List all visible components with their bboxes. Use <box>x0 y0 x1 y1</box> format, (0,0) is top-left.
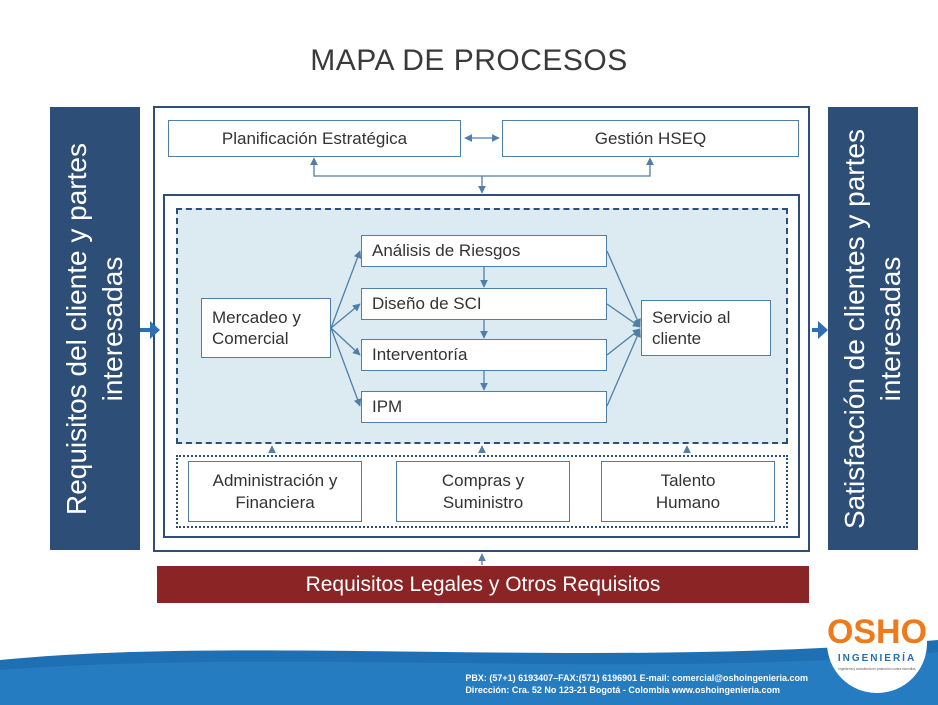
osho-logo: OSHO INGENIERÍA Ingeniería y consultoría… <box>816 585 938 695</box>
exit-arrow <box>812 321 828 339</box>
right-panel-customer-satisfaction: Satisfacción de clientes y partes intere… <box>828 107 918 550</box>
footer-contact-line2: Dirección: Cra. 52 No 123-21 Bogotá - Co… <box>465 685 781 695</box>
entry-arrow <box>140 321 160 339</box>
strategic-planning-box: Planificación Estratégica <box>168 120 461 157</box>
purchasing-box: Compras y Suministro <box>396 461 570 522</box>
logo-subtitle: INGENIERÍA <box>838 651 916 664</box>
logo-brand: OSHO <box>827 613 927 651</box>
intervention-label: Interventoría <box>372 345 468 364</box>
hseq-management-box: Gestión HSEQ <box>502 120 799 157</box>
sci-design-label: Diseño de SCI <box>372 294 482 313</box>
strategic-planning-label: Planificación Estratégica <box>221 128 408 148</box>
hseq-management-label: Gestión HSEQ <box>594 128 707 148</box>
marketing-box: Mercadeo y Comercial <box>201 298 331 358</box>
footer-contact: PBX: (57+1) 6193407–FAX:(571) 6196901 E-… <box>465 672 808 696</box>
risk-analysis-box: Análisis de Riesgos <box>361 235 607 267</box>
risk-analysis-label: Análisis de Riesgos <box>372 241 521 260</box>
intervention-box: Interventoría <box>361 339 607 371</box>
human-talent-label: Talento Humano <box>655 470 721 512</box>
marketing-label: Mercadeo y Comercial <box>212 308 301 348</box>
legal-requirements-label: Requisitos Legales y Otros Requisitos <box>305 572 661 596</box>
administration-box: Administración y Financiera <box>188 461 362 522</box>
footer-band <box>0 640 938 705</box>
page-title: MAPA DE PROCESOS <box>310 44 628 77</box>
ipm-box: IPM <box>361 391 607 423</box>
footer-contact-line1: PBX: (57+1) 6193407–FAX:(571) 6196901 E-… <box>465 673 808 683</box>
customer-service-box: Servicio al cliente <box>641 300 771 356</box>
customer-service-label: Servicio al cliente <box>652 308 731 348</box>
sci-design-box: Diseño de SCI <box>361 288 607 320</box>
left-panel-customer-requirements: Requisitos del cliente y partes interesa… <box>50 107 140 550</box>
ipm-label: IPM <box>372 397 403 416</box>
human-talent-box: Talento Humano <box>601 461 775 522</box>
logo-tagline: Ingeniería y consultoría en protección c… <box>838 667 916 671</box>
purchasing-label: Compras y Suministro <box>441 470 525 512</box>
administration-label: Administración y Financiera <box>212 470 338 512</box>
legal-requirements-bar: Requisitos Legales y Otros Requisitos <box>157 566 809 603</box>
